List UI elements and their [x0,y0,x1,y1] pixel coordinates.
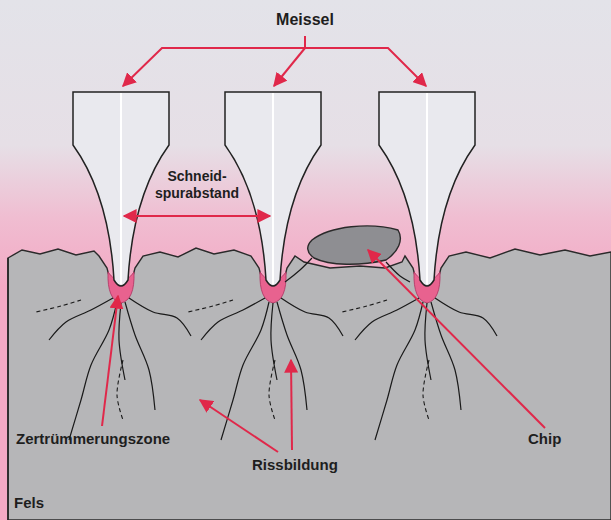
crack [125,302,155,410]
crack [49,298,113,340]
chisel-body [225,92,321,286]
crack [69,302,117,440]
rock-edge [7,258,9,520]
crack-dashed [188,300,233,312]
leader-line [274,48,305,86]
chisel-axis [426,93,428,284]
crack [271,303,277,380]
part-label: Chip [528,430,598,448]
leader-line [305,48,426,86]
leader-lines [102,36,545,452]
crack [201,298,265,340]
crack [281,298,343,336]
leader-line [102,296,118,426]
crack-dashed [342,300,387,312]
chisel [73,92,169,286]
dimension-arrow [124,215,270,217]
leader-line [123,36,305,86]
crack [375,302,423,440]
material-label: Fels [14,494,74,512]
crack [435,298,497,336]
leader-line [368,250,545,428]
rock-mass [8,226,611,520]
leader-line [200,400,278,452]
chisel [225,92,321,286]
leader-line [291,360,292,450]
chisel-axis [272,93,274,284]
crack [129,298,191,336]
crack [119,303,125,380]
chisel-body [379,92,475,286]
crack [355,298,419,340]
crack-dashed [269,360,275,420]
chisel [379,92,475,286]
rock-chip [308,226,401,264]
crack-dashed [117,360,123,420]
crack [285,258,312,282]
crack-dashed [36,300,81,312]
rock [8,248,611,520]
chisels [73,92,475,286]
zone-label: Zertrümmerungszone [16,430,216,448]
chisel-axis [120,93,122,284]
crack-dashed [423,360,429,420]
part-label: Rissbildung [252,456,372,474]
crack [425,303,431,380]
chisel-body [73,92,169,286]
part-label: Meissel [255,10,355,29]
dimension-label: Schneid- spurabstand [147,168,247,202]
